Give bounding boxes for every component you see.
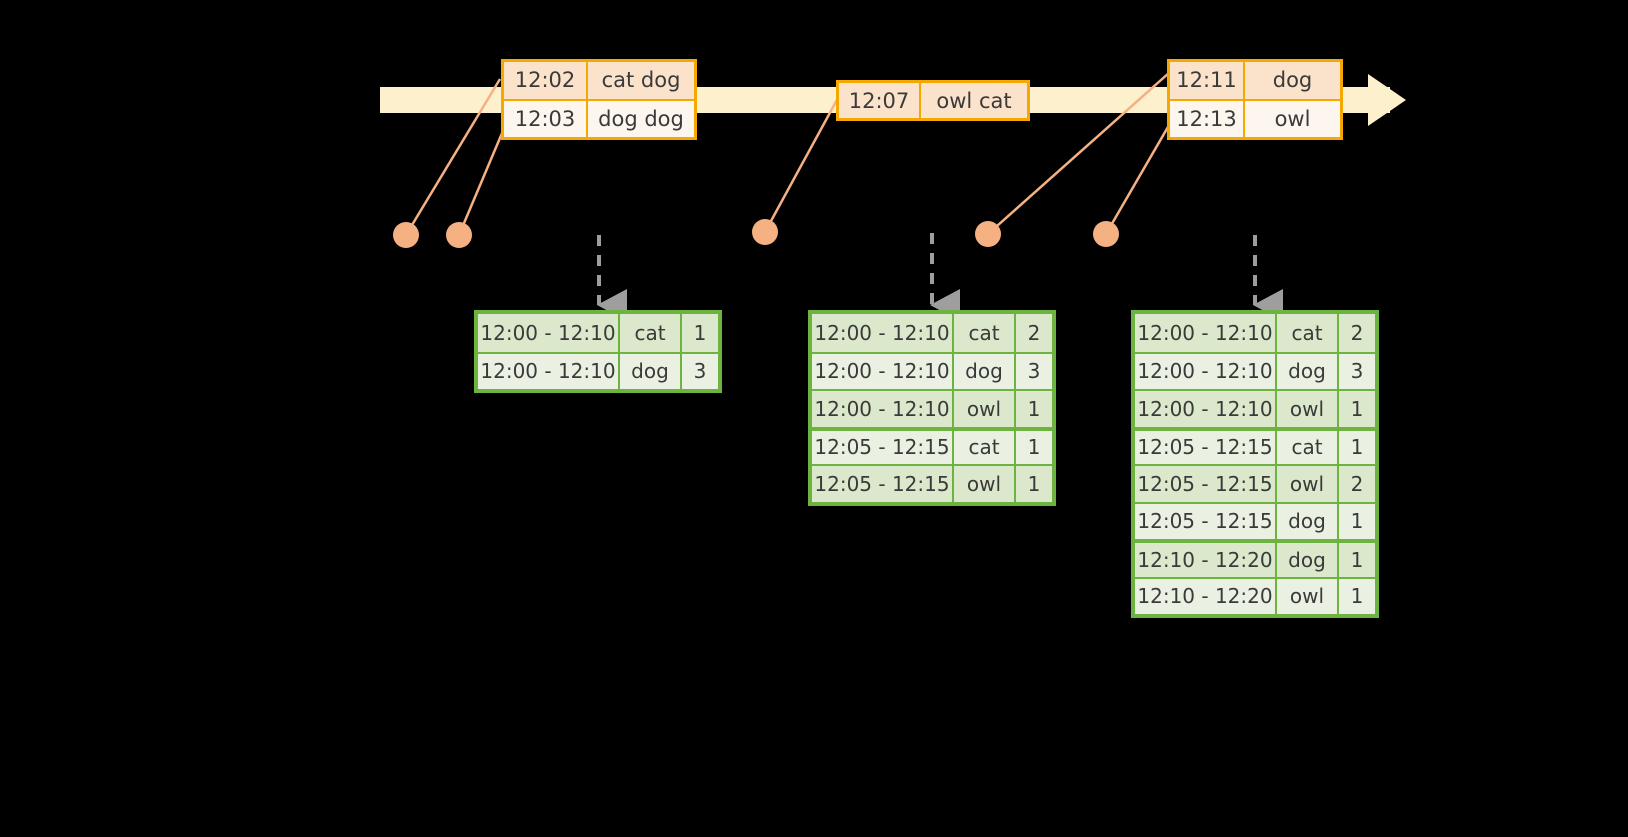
cell-window: 12:00 - 12:10: [812, 391, 954, 427]
cell-count: 1: [1339, 430, 1375, 464]
trigger-dot-3[interactable]: [752, 219, 778, 245]
cell-window: 12:00 - 12:10: [812, 353, 954, 389]
cell-window: 12:05 - 12:15: [1135, 466, 1277, 502]
event-box-1211-1213[interactable]: 12:11 dog 12:13 owl: [1167, 59, 1343, 140]
cell-count: 2: [1016, 314, 1052, 352]
timeline-arrowhead-icon: [1368, 74, 1406, 126]
trigger-dot-2[interactable]: [446, 222, 472, 248]
cell-word: cat: [954, 314, 1016, 352]
cell-count: 1: [1016, 466, 1052, 502]
event-time: 12:11: [1170, 62, 1245, 99]
cell-window: 12:00 - 12:10: [1135, 391, 1277, 427]
cell-count: 2: [1339, 466, 1375, 502]
cell-window: 12:00 - 12:10: [812, 314, 954, 352]
cell-word: owl: [1277, 391, 1339, 427]
cell-word: owl: [954, 391, 1016, 427]
cell-count: 1: [1339, 578, 1375, 614]
event-row: 12:02 cat dog: [504, 62, 694, 99]
cell-count: 3: [1339, 353, 1375, 389]
cell-word: dog: [620, 353, 682, 389]
event-time: 12:03: [504, 100, 588, 137]
event-row: 12:03 dog dog: [504, 98, 694, 137]
event-box-1207[interactable]: 12:07 owl cat: [836, 80, 1030, 121]
cell-window: 12:05 - 12:15: [812, 430, 954, 464]
cell-window: 12:05 - 12:15: [1135, 430, 1277, 464]
cell-window: 12:00 - 12:10: [478, 353, 620, 389]
event-words: dog dog: [588, 100, 694, 137]
emit-arrows-group: [597, 233, 1283, 321]
event-box-1202-1203[interactable]: 12:02 cat dog 12:03 dog dog: [501, 59, 697, 140]
cell-word: dog: [1277, 503, 1339, 539]
cell-word: dog: [1277, 543, 1339, 577]
cell-window: 12:00 - 12:10: [1135, 314, 1277, 352]
cell-word: owl: [954, 466, 1016, 502]
cell-window: 12:05 - 12:15: [812, 466, 954, 502]
cell-word: cat: [954, 430, 1016, 464]
cell-count: 1: [1339, 391, 1375, 427]
cell-count: 1: [1016, 430, 1052, 464]
cell-word: cat: [1277, 430, 1339, 464]
trigger-dot-1[interactable]: [393, 222, 419, 248]
cell-count: 1: [1339, 503, 1375, 539]
cell-count: 1: [1339, 543, 1375, 577]
trigger-markers-group: [393, 219, 1119, 248]
cell-word: owl: [1277, 578, 1339, 614]
cell-window: 12:00 - 12:10: [478, 314, 620, 352]
cell-count: 1: [1016, 391, 1052, 427]
event-time: 12:13: [1170, 100, 1245, 137]
cell-word: cat: [620, 314, 682, 352]
event-words: owl: [1245, 100, 1340, 137]
event-row: 12:07 owl cat: [839, 83, 1027, 118]
cell-window: 12:10 - 12:20: [1135, 578, 1277, 614]
cell-word: cat: [1277, 314, 1339, 352]
cell-word: owl: [1277, 466, 1339, 502]
event-words: owl cat: [921, 83, 1027, 118]
leader-line-5: [1104, 119, 1174, 235]
cell-count: 1: [682, 314, 718, 352]
trigger-dot-4[interactable]: [975, 221, 1001, 247]
cell-count: 2: [1339, 314, 1375, 352]
event-time: 12:07: [839, 83, 921, 118]
cell-count: 3: [1016, 353, 1052, 389]
event-words: cat dog: [588, 62, 694, 99]
cell-word: dog: [1277, 353, 1339, 389]
event-words: dog: [1245, 62, 1340, 99]
cell-word: dog: [954, 353, 1016, 389]
leader-line-3: [763, 97, 840, 233]
event-row: 12:13 owl: [1170, 98, 1340, 137]
cell-window: 12:00 - 12:10: [1135, 353, 1277, 389]
event-time: 12:02: [504, 62, 588, 99]
cell-count: 3: [682, 353, 718, 389]
event-row: 12:11 dog: [1170, 62, 1340, 99]
trigger-dot-5[interactable]: [1093, 221, 1119, 247]
cell-window: 12:05 - 12:15: [1135, 503, 1277, 539]
cell-window: 12:10 - 12:20: [1135, 543, 1277, 577]
